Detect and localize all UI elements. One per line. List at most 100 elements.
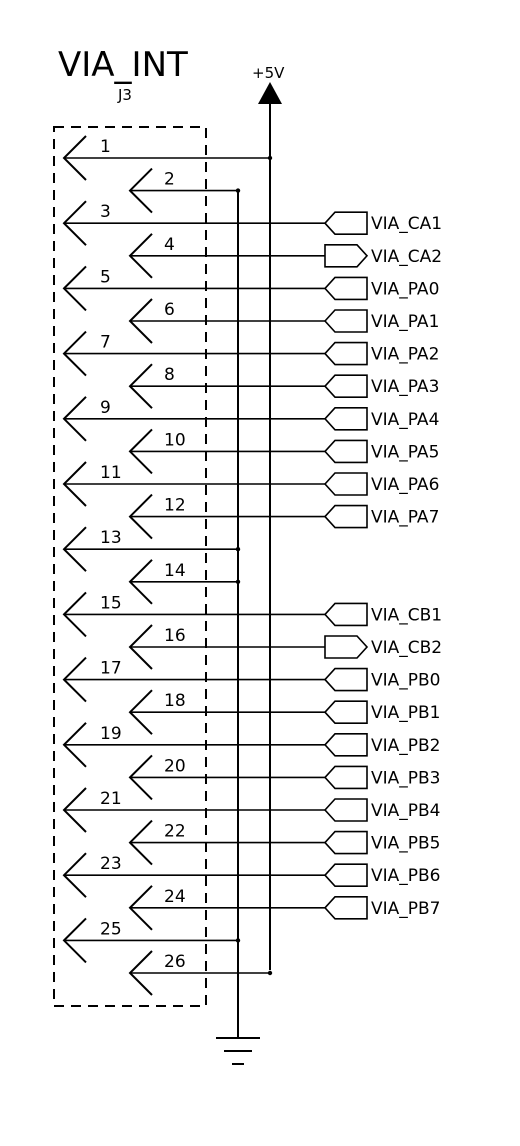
- net-port-via-pa6: VIA_PA6: [323, 472, 439, 496]
- pin-number: 15: [100, 593, 122, 613]
- port-shape-icon: [324, 635, 369, 659]
- net-port-via-pb0: VIA_PB0: [323, 667, 441, 692]
- pin-number: 7: [100, 333, 111, 353]
- pin-number: 12: [164, 496, 186, 516]
- pin-number: 3: [100, 202, 111, 222]
- pin-number: 21: [100, 789, 122, 809]
- connector-pin-15: 15: [62, 591, 325, 638]
- port-shape-icon: [323, 472, 368, 496]
- connector-pin-26: 26: [128, 950, 273, 996]
- net-port-via-pa0: VIA_PA0: [323, 276, 439, 301]
- port-shape-icon: [324, 244, 369, 268]
- connector-pin-18: 18: [128, 689, 325, 735]
- net-port-via-pb5: VIA_PB5: [323, 830, 441, 855]
- net-port-via-cb1: VIA_CB1: [323, 602, 442, 627]
- net-port-via-pb4: VIA_PB4: [323, 798, 441, 822]
- pin-number: 2: [164, 170, 175, 190]
- net-port-via-pa7: VIA_PA7: [323, 504, 439, 529]
- net-port-via-pa4: VIA_PA4: [323, 406, 439, 431]
- pin-number: 4: [164, 235, 175, 255]
- net-port-via-pb6: VIA_PB6: [323, 863, 441, 888]
- net-label: VIA_PA2: [371, 345, 439, 365]
- port-shape-icon: [323, 700, 368, 725]
- pin-number: 5: [100, 267, 111, 287]
- pin-number: 24: [164, 887, 186, 907]
- net-label: VIA_PA7: [371, 508, 439, 528]
- connector-pin-25: 25: [62, 917, 241, 964]
- connector-body: [53, 126, 207, 1007]
- power-label: +5V: [252, 64, 285, 82]
- port-shape-icon: [323, 667, 368, 692]
- port-shape-icon: [323, 732, 368, 757]
- pin-number: 20: [164, 756, 186, 776]
- connector-pin-5: 5: [62, 265, 325, 312]
- port-shape-icon: [323, 309, 368, 333]
- pin-number: 25: [100, 919, 122, 939]
- net-label: VIA_PB4: [371, 801, 441, 821]
- connector-pin-11: 11: [62, 461, 325, 507]
- connector-pin-4: 4: [128, 233, 325, 279]
- connector-pin-13: 13: [62, 526, 241, 572]
- pin-number: 8: [164, 365, 175, 385]
- connector-pin-8: 8: [128, 363, 325, 409]
- connector-pin-1: 1: [62, 135, 273, 181]
- connector-pin-16: 16: [128, 624, 325, 670]
- net-label: VIA_PA3: [371, 377, 439, 397]
- net-port-via-pa3: VIA_PA3: [323, 374, 439, 399]
- pin-number: 17: [100, 659, 122, 679]
- net-label: VIA_CA1: [371, 214, 442, 234]
- pin-number: 13: [100, 528, 122, 548]
- net-label: VIA_CB1: [371, 605, 442, 625]
- junction-dot-icon: [267, 155, 273, 161]
- net-label: VIA_PB5: [371, 834, 441, 854]
- connector-pin-23: 23: [62, 852, 325, 898]
- connector-pin-14: 14: [128, 559, 241, 605]
- junction-dot-icon: [235, 547, 241, 552]
- junction-dot-icon: [235, 938, 241, 943]
- pin-number: 11: [100, 463, 122, 483]
- connector-pin-12: 12: [128, 493, 325, 540]
- net-label: VIA_PB3: [371, 768, 441, 788]
- net-label: VIA_CB2: [371, 638, 442, 658]
- net-label: VIA_CA2: [371, 247, 442, 267]
- connector-pin-24: 24: [128, 885, 325, 931]
- net-label: VIA_PB0: [371, 671, 441, 691]
- net-label: VIA_PA1: [371, 312, 439, 332]
- pins-layer: 1234567891011121314151617181920212223242…: [62, 135, 325, 996]
- net-port-via-ca1: VIA_CA1: [323, 211, 442, 235]
- net-label: VIA_PB1: [371, 703, 441, 723]
- connector-pin-17: 17: [62, 656, 325, 703]
- pin-number: 1: [100, 137, 111, 157]
- component-ref: J3: [117, 86, 132, 104]
- pin-number: 16: [164, 626, 186, 646]
- pin-number: 22: [164, 822, 186, 842]
- connector-pin-2: 2: [128, 167, 241, 214]
- connector-pin-10: 10: [128, 428, 325, 475]
- net-port-via-pb1: VIA_PB1: [323, 700, 441, 725]
- junction-dot-icon: [235, 579, 241, 584]
- pin-number: 14: [164, 561, 186, 581]
- junction-dot-icon: [267, 970, 273, 976]
- component-name: VIA_INT: [58, 45, 188, 85]
- port-shape-icon: [323, 895, 368, 920]
- net-label: VIA_PB2: [371, 736, 441, 756]
- net-label: VIA_PB7: [371, 899, 441, 919]
- net-label: VIA_PA4: [371, 410, 439, 430]
- port-shape-icon: [323, 374, 368, 399]
- pin-number: 19: [100, 724, 122, 744]
- port-shape-icon: [323, 863, 368, 888]
- ground-icon: [216, 1037, 260, 1065]
- connector-pin-20: 20: [128, 754, 325, 801]
- port-shape-icon: [323, 830, 368, 855]
- net-port-via-pb2: VIA_PB2: [323, 732, 441, 757]
- net-label: VIA_PA6: [371, 475, 439, 495]
- port-shape-icon: [323, 276, 368, 301]
- pin-number: 18: [164, 691, 186, 711]
- port-shape-icon: [323, 602, 368, 627]
- net-port-via-pa2: VIA_PA2: [323, 341, 439, 366]
- net-port-via-pa1: VIA_PA1: [323, 309, 439, 333]
- nets-layer: VIA_CA1VIA_CA2VIA_PA0VIA_PA1VIA_PA2VIA_P…: [323, 211, 442, 920]
- connector-pin-22: 22: [128, 819, 325, 866]
- connector-pin-6: 6: [128, 298, 325, 344]
